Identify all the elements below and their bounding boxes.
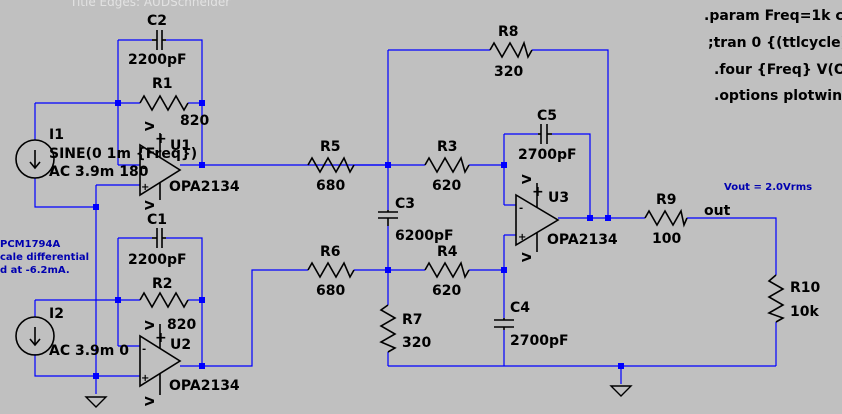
u3-plus-label: + bbox=[532, 184, 544, 200]
c1-name-label: C1 bbox=[147, 212, 167, 228]
c5-capacitor-symbol[interactable] bbox=[538, 124, 552, 144]
directive-tran[interactable]: ;tran 0 {(ttlcycle) bbox=[708, 35, 842, 51]
comment-vout[interactable]: Vout = 2.0Vrms bbox=[724, 182, 812, 193]
u1-plus-label: + bbox=[155, 131, 167, 147]
directive-options[interactable]: .options plotwins bbox=[714, 88, 842, 104]
c3-value-label: 6200pF bbox=[395, 228, 454, 244]
r5-name-label: R5 bbox=[320, 139, 341, 155]
i1-value1-label: SINE(0 1m {Freq}) bbox=[49, 146, 197, 162]
r3-name-label: R3 bbox=[437, 139, 458, 155]
r5-resistor-symbol[interactable] bbox=[307, 156, 355, 174]
u1-plus-pin: + bbox=[141, 182, 149, 193]
r8-value-label: 320 bbox=[494, 64, 523, 80]
r5-value-label: 680 bbox=[316, 178, 345, 194]
u3-opamp-symbol[interactable] bbox=[515, 183, 560, 252]
u3-supply-neg-label: V bbox=[519, 252, 534, 262]
u1-minus-pin: - bbox=[142, 163, 146, 174]
u3-minus-pin: - bbox=[519, 203, 523, 214]
i1-value2-label: AC 3.9m 180 bbox=[49, 164, 149, 180]
r2-name-label: R2 bbox=[152, 276, 173, 292]
u2-minus-pin: - bbox=[142, 344, 146, 355]
i1-name-label: I1 bbox=[49, 127, 64, 143]
u1-supply-neg-label: V bbox=[142, 200, 157, 210]
i2-value-label: AC 3.9m 0 bbox=[49, 343, 129, 359]
u3-plus-pin: + bbox=[518, 232, 526, 243]
r1-name-label: R1 bbox=[152, 76, 173, 92]
c3-capacitor-symbol[interactable] bbox=[378, 210, 398, 226]
c5-name-label: C5 bbox=[537, 108, 557, 124]
c1-value-label: 2200pF bbox=[128, 252, 187, 268]
u3-name-label: U3 bbox=[548, 190, 569, 206]
r10-resistor-symbol[interactable] bbox=[767, 274, 785, 323]
r7-name-label: R7 bbox=[402, 312, 423, 328]
u2-supply-pos-label: V bbox=[142, 320, 157, 330]
ground-icon bbox=[84, 396, 108, 408]
directive-four[interactable]: .four {Freq} V(O bbox=[714, 62, 842, 78]
r10-value-label: 10k bbox=[790, 304, 819, 320]
comment-line-1[interactable]: PCM1794A bbox=[0, 239, 60, 250]
u1-opamp-symbol[interactable] bbox=[139, 133, 182, 200]
r2-value-label: 820 bbox=[167, 317, 196, 333]
directive-param[interactable]: .param Freq=1k cy bbox=[704, 8, 842, 24]
c5-value-label: 2700pF bbox=[518, 147, 577, 163]
wires bbox=[34, 39, 777, 394]
c4-name-label: C4 bbox=[510, 300, 530, 316]
r4-name-label: R4 bbox=[437, 244, 458, 260]
u3-supply-pos-label: V bbox=[519, 174, 534, 184]
r1-resistor-symbol[interactable] bbox=[139, 94, 189, 112]
r6-value-label: 680 bbox=[316, 283, 345, 299]
title-text: Title Edges: AUDSchneider bbox=[69, 0, 230, 9]
u3-model-label: OPA2134 bbox=[547, 232, 618, 248]
u1-name-label: U1 bbox=[170, 138, 191, 154]
r6-name-label: R6 bbox=[320, 244, 341, 260]
c1-capacitor-symbol[interactable] bbox=[152, 228, 166, 248]
r3-value-label: 620 bbox=[432, 178, 461, 194]
r9-resistor-symbol[interactable] bbox=[644, 208, 688, 228]
u2-model-label: OPA2134 bbox=[169, 378, 240, 394]
r3-resistor-symbol[interactable] bbox=[424, 155, 470, 175]
net-label-out[interactable]: out bbox=[704, 203, 731, 219]
c4-value-label: 2700pF bbox=[510, 333, 569, 349]
u2-name-label: U2 bbox=[170, 337, 191, 353]
c4-capacitor-symbol[interactable] bbox=[494, 318, 514, 330]
r4-value-label: 620 bbox=[432, 283, 461, 299]
r9-name-label: R9 bbox=[656, 192, 677, 208]
u2-opamp-symbol[interactable] bbox=[139, 324, 182, 395]
u2-plus-label: + bbox=[155, 330, 167, 346]
i1-current-source-symbol[interactable] bbox=[15, 139, 55, 179]
comment-line-3[interactable]: d at -6.2mA. bbox=[0, 265, 70, 276]
u1-supply-pos-label: V bbox=[142, 121, 157, 131]
u1-model-label: OPA2134 bbox=[169, 179, 240, 195]
r1-value-label: 820 bbox=[180, 113, 209, 129]
ground-icon bbox=[609, 385, 633, 397]
r10-name-label: R10 bbox=[790, 280, 821, 296]
u2-supply-neg-label: V bbox=[142, 396, 157, 406]
r7-resistor-symbol[interactable] bbox=[379, 304, 397, 353]
c2-capacitor-symbol[interactable] bbox=[152, 30, 166, 50]
i2-name-label: I2 bbox=[49, 306, 64, 322]
c2-name-label: C2 bbox=[147, 13, 167, 29]
r7-value-label: 320 bbox=[402, 335, 431, 351]
junction-dots bbox=[93, 100, 624, 379]
c2-value-label: 2200pF bbox=[128, 52, 187, 68]
r4-resistor-symbol[interactable] bbox=[424, 260, 470, 280]
u2-plus-pin: + bbox=[141, 373, 149, 384]
comment-line-2[interactable]: cale differential bbox=[0, 252, 89, 263]
r6-resistor-symbol[interactable] bbox=[307, 261, 355, 279]
r9-value-label: 100 bbox=[652, 231, 681, 247]
r8-name-label: R8 bbox=[498, 24, 519, 40]
c3-name-label: C3 bbox=[395, 196, 415, 212]
r2-resistor-symbol[interactable] bbox=[139, 291, 189, 309]
r8-resistor-symbol[interactable] bbox=[489, 40, 533, 60]
i2-current-source-symbol[interactable] bbox=[15, 316, 55, 356]
